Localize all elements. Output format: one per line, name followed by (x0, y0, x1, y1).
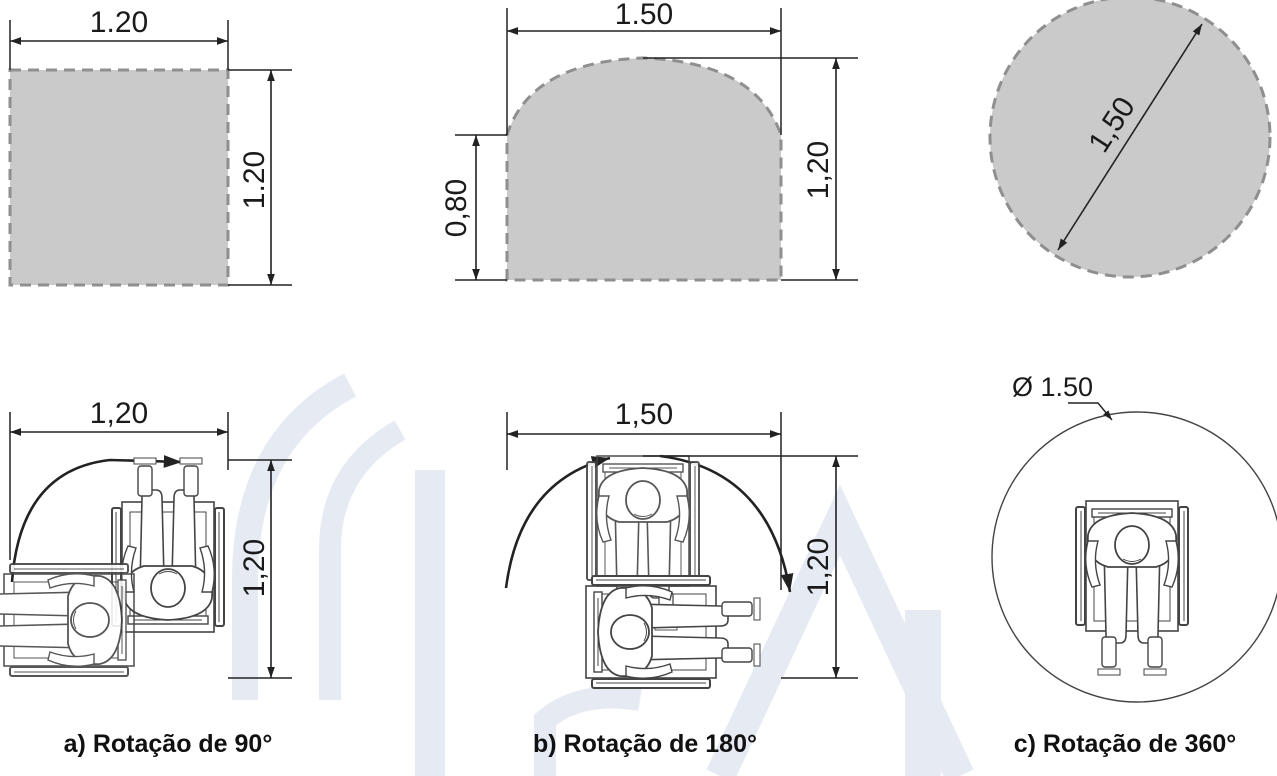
diameter-leader-line (1068, 402, 1113, 421)
wheelchair-rotating-360 (1075, 500, 1189, 676)
panel-a-bottom-height: 1,20 (238, 539, 271, 597)
panel-a-bottom-width: 1,20 (90, 397, 148, 430)
panel-b-top: 1.50 1,20 0,80 (440, 0, 858, 282)
area-360-circle (988, 0, 1272, 279)
area-90-square (8, 68, 230, 287)
panel-c-bottom: Ø 1.50 (991, 372, 1277, 703)
panel-b-bottom: 1,50 1,20 (504, 398, 858, 689)
panel-b-top-width: 1.50 (615, 0, 673, 31)
panel-b-top-side: 0,80 (440, 179, 473, 237)
rotation-circle-360 (991, 411, 1277, 703)
panel-c-top: 1,50 (988, 0, 1272, 279)
panel-a-top-width: 1.20 (90, 6, 148, 39)
caption-c: c) Rotação de 360° (1014, 730, 1237, 758)
caption-b: b) Rotação de 180° (533, 730, 757, 758)
diameter-dimension-line (1057, 23, 1203, 251)
panel-a-bottom: 1,20 1,20 (0, 397, 292, 679)
rotation-arc-right (659, 454, 794, 593)
caption-a: a) Rotação de 90° (64, 730, 273, 758)
panel-a-top: 1.20 1.20 (8, 6, 292, 287)
area-180-shape (505, 56, 783, 282)
wheelchair-forward (111, 457, 225, 633)
panel-b-bottom-height: 1,20 (802, 538, 835, 596)
panel-a-top-height: 1.20 (238, 151, 271, 209)
panel-b-top-height: 1,20 (802, 141, 835, 199)
panel-c-bottom-diameter: Ø 1.50 (1012, 372, 1093, 402)
rotation-arc-90 (10, 455, 183, 583)
panel-b-bottom-width: 1,50 (615, 398, 673, 431)
